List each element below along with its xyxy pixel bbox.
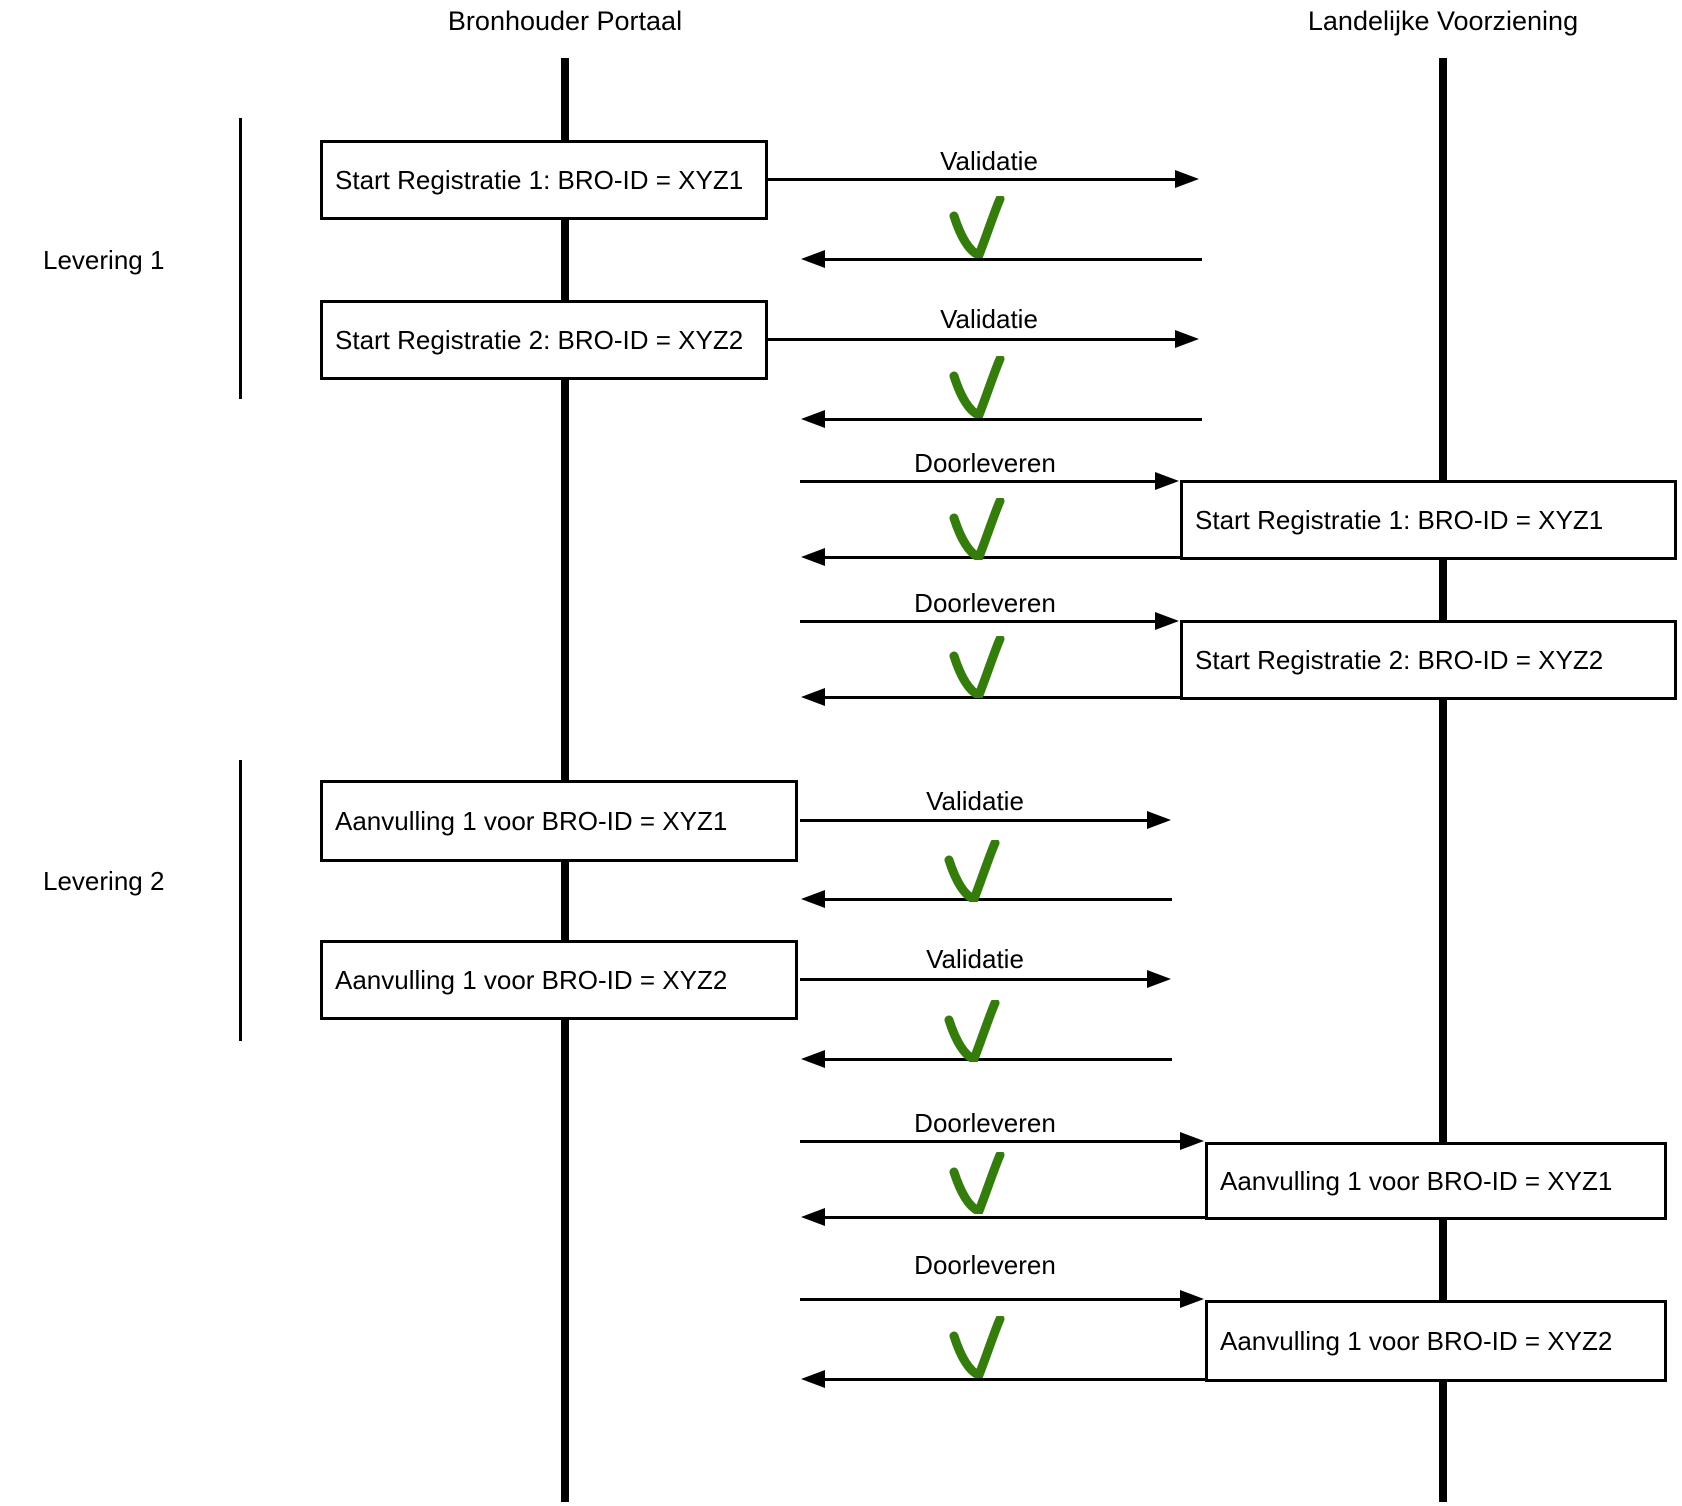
group-bracket-levering-1 xyxy=(239,118,242,399)
arrowhead-left-icon xyxy=(801,890,825,908)
arrowhead-left-icon xyxy=(801,1208,825,1226)
response-arrow xyxy=(801,1370,1205,1388)
request-arrow xyxy=(800,1132,1204,1150)
message-box-right-start-registratie-2: Start Registratie 2: BRO-ID = XYZ2 xyxy=(1180,620,1677,700)
group-label-levering-2: Levering 2 xyxy=(43,866,165,896)
arrowhead-left-icon xyxy=(801,410,825,428)
request-arrow xyxy=(768,330,1199,348)
arrow-label: Doorleveren xyxy=(914,1250,1056,1280)
response-arrow xyxy=(801,890,1172,908)
check-icon xyxy=(944,1000,1000,1062)
arrow-label: Validatie xyxy=(926,944,1024,974)
arrow-label: Validatie xyxy=(940,146,1038,176)
response-arrow xyxy=(801,548,1180,566)
message-box-left-aanvulling-xyz2: Aanvulling 1 voor BRO-ID = XYZ2 xyxy=(320,940,798,1020)
arrowhead-right-icon xyxy=(1155,472,1179,490)
check-icon xyxy=(949,196,1005,258)
arrowhead-left-icon xyxy=(801,688,825,706)
arrowhead-right-icon xyxy=(1147,970,1171,988)
group-bracket-levering-2 xyxy=(239,760,242,1041)
arrowhead-left-icon xyxy=(801,250,825,268)
response-arrow xyxy=(801,250,1202,268)
actor-title-bronhouder-portaal: Bronhouder Portaal xyxy=(447,6,683,36)
response-arrow xyxy=(801,688,1180,706)
check-icon xyxy=(949,356,1005,418)
request-arrow xyxy=(768,170,1199,188)
check-icon xyxy=(949,1316,1005,1378)
actor-title-landelijke-voorziening: Landelijke Voorziening xyxy=(1307,6,1579,36)
response-arrow xyxy=(801,1050,1172,1068)
request-arrow xyxy=(800,970,1171,988)
check-icon xyxy=(949,1152,1005,1214)
arrowhead-right-icon xyxy=(1180,1290,1204,1308)
request-arrow xyxy=(800,472,1179,490)
group-label-levering-1: Levering 1 xyxy=(43,245,165,275)
request-arrow xyxy=(800,1290,1204,1308)
lifeline-landelijke-voorziening xyxy=(1439,58,1447,1502)
request-arrow xyxy=(800,811,1171,829)
check-icon xyxy=(949,498,1005,560)
arrowhead-right-icon xyxy=(1147,811,1171,829)
arrow-label: Doorleveren xyxy=(914,448,1056,478)
arrowhead-right-icon xyxy=(1180,1132,1204,1150)
message-box-left-aanvulling-xyz1: Aanvulling 1 voor BRO-ID = XYZ1 xyxy=(320,780,798,862)
message-box-right-start-registratie-1: Start Registratie 1: BRO-ID = XYZ1 xyxy=(1180,480,1677,560)
arrow-label: Doorleveren xyxy=(914,1108,1056,1138)
arrow-label: Validatie xyxy=(926,786,1024,816)
request-arrow xyxy=(800,612,1179,630)
response-arrow xyxy=(801,1208,1205,1226)
message-box-right-aanvulling-xyz1: Aanvulling 1 voor BRO-ID = XYZ1 xyxy=(1205,1142,1667,1220)
message-box-left-start-registratie-2: Start Registratie 2: BRO-ID = XYZ2 xyxy=(320,300,768,380)
arrowhead-left-icon xyxy=(801,548,825,566)
message-box-right-aanvulling-xyz2: Aanvulling 1 voor BRO-ID = XYZ2 xyxy=(1205,1300,1667,1382)
arrowhead-right-icon xyxy=(1175,170,1199,188)
arrow-label: Doorleveren xyxy=(914,588,1056,618)
check-icon xyxy=(944,840,1000,902)
arrow-label: Validatie xyxy=(940,304,1038,334)
arrowhead-right-icon xyxy=(1175,330,1199,348)
arrowhead-left-icon xyxy=(801,1050,825,1068)
arrowhead-right-icon xyxy=(1155,612,1179,630)
arrowhead-left-icon xyxy=(801,1370,825,1388)
message-box-left-start-registratie-1: Start Registratie 1: BRO-ID = XYZ1 xyxy=(320,140,768,220)
response-arrow xyxy=(801,410,1202,428)
check-icon xyxy=(949,636,1005,698)
